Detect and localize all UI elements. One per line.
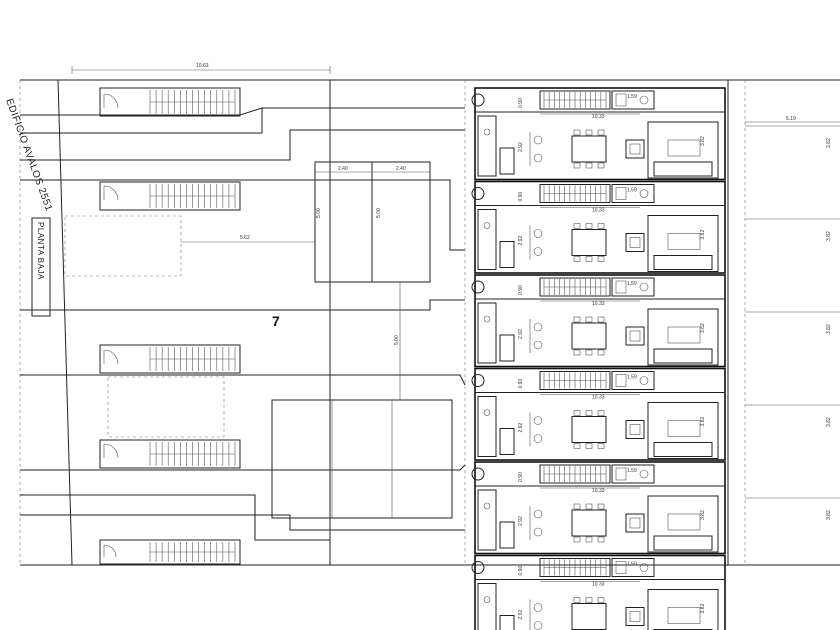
central-parking: 2.40 2.40 5.00 5.00 5.00 [271, 161, 453, 519]
unit-kitchen-dim: 2.92 [518, 236, 524, 246]
unit-width: 10.33 [592, 488, 605, 494]
unit-depth: 3.82 [700, 136, 706, 146]
unit-bath-dim: 1.59 [627, 94, 637, 100]
floor-label-box: PLANTA BAJA [31, 217, 51, 317]
unit-stack: 10.33 3.82 2.92 0.90 1.59 10.33 3.82 2.92 0.90 1.… [471, 87, 726, 630]
unit-2: 10.33 3.82 2.92 0.90 1.59 [471, 180, 726, 274]
dim-right-width: 5.19 [786, 116, 796, 122]
unit-kitchen-dim: 2.92 [518, 329, 524, 339]
unit-number: 7 [272, 313, 280, 329]
unit-kitchen-dim: 2.92 [518, 142, 524, 152]
dim-bay-depth-b: 5.00 [376, 208, 382, 218]
unit-6: 10.33 3.82 2.92 0.90 1.59 [471, 554, 726, 630]
dim-bay-a: 2.40 [338, 166, 348, 172]
right-depth-dim: 3.82 [826, 417, 832, 427]
unit-bath-dim: 1.59 [627, 562, 637, 568]
unit-bath-dim: 1.59 [627, 281, 637, 287]
dim-top-width: 10.63 [196, 63, 209, 69]
unit-kitchen-dim: 2.92 [518, 610, 524, 620]
unit-stair-dim: 0.90 [518, 98, 524, 108]
unit-depth: 3.82 [700, 323, 706, 333]
unit-stair-dim: 0.90 [518, 472, 524, 482]
unit-width: 10.33 [592, 301, 605, 307]
top-dimension: 10.63 [71, 63, 331, 74]
unit-kitchen-dim: 2.92 [518, 516, 524, 526]
unit-bath-dim: 1.59 [627, 375, 637, 381]
unit-width: 10.33 [592, 208, 605, 214]
floor-label: PLANTA BAJA [36, 222, 45, 280]
unit-stair-dim: 0.90 [518, 379, 524, 389]
unit-5: 10.33 3.82 2.92 0.90 1.59 [471, 461, 726, 555]
unit-depth: 3.82 [700, 417, 706, 427]
unit-bath-dim: 1.59 [627, 188, 637, 194]
right-dimension: 5.19 3.82 3.82 3.82 3.82 3.82 [745, 116, 840, 520]
left-parking [64, 215, 225, 438]
unit-stair-dim: 0.90 [518, 566, 524, 576]
left-stairs [99, 87, 241, 565]
unit-depth: 3.82 [700, 510, 706, 520]
unit-kitchen-dim: 2.92 [518, 423, 524, 433]
right-depth-dim: 3.82 [826, 138, 832, 148]
dim-bay-depth-a: 5.00 [316, 208, 322, 218]
right-depth-dim: 3.82 [826, 510, 832, 520]
right-depth-dim: 3.82 [826, 231, 832, 241]
unit-depth: 3.82 [700, 604, 706, 614]
unit-width: 10.33 [592, 582, 605, 588]
unit-depth: 3.82 [700, 230, 706, 240]
unit-stair-dim: 0.90 [518, 192, 524, 202]
dim-bay-b: 2.40 [396, 166, 406, 172]
right-depth-dim: 3.82 [826, 324, 832, 334]
unit-3: 10.33 3.82 2.92 0.90 1.59 [471, 274, 726, 368]
dim-left-garage: 5.62 [240, 235, 250, 241]
left-stair-1 [99, 87, 241, 117]
unit-width: 10.33 [592, 114, 605, 120]
unit-1: 10.33 3.82 2.92 0.90 1.59 [471, 87, 726, 181]
unit-bath-dim: 1.59 [627, 468, 637, 474]
corridor-lines: 5.62 [20, 107, 466, 541]
left-stair-treads [149, 90, 236, 562]
unit-width: 10.33 [592, 395, 605, 401]
dim-center-depth: 5.00 [394, 335, 400, 345]
unit-stair-dim: 0.90 [518, 285, 524, 295]
site-outline [19, 79, 840, 566]
unit-4: 10.33 3.82 2.92 0.90 1.59 [471, 367, 726, 461]
